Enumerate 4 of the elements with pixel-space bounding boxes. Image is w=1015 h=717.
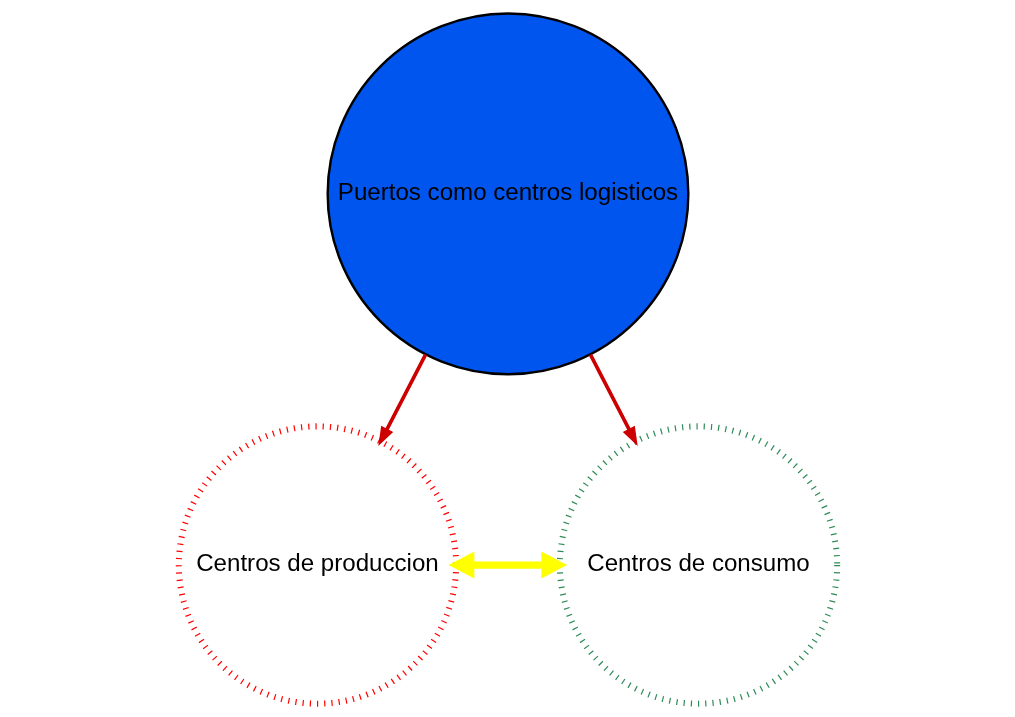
- arrow: [377, 353, 427, 447]
- arrow: [588, 353, 638, 447]
- arrow: [448, 551, 567, 579]
- node-circle: Puertos como centros logisticos: [325, 12, 690, 376]
